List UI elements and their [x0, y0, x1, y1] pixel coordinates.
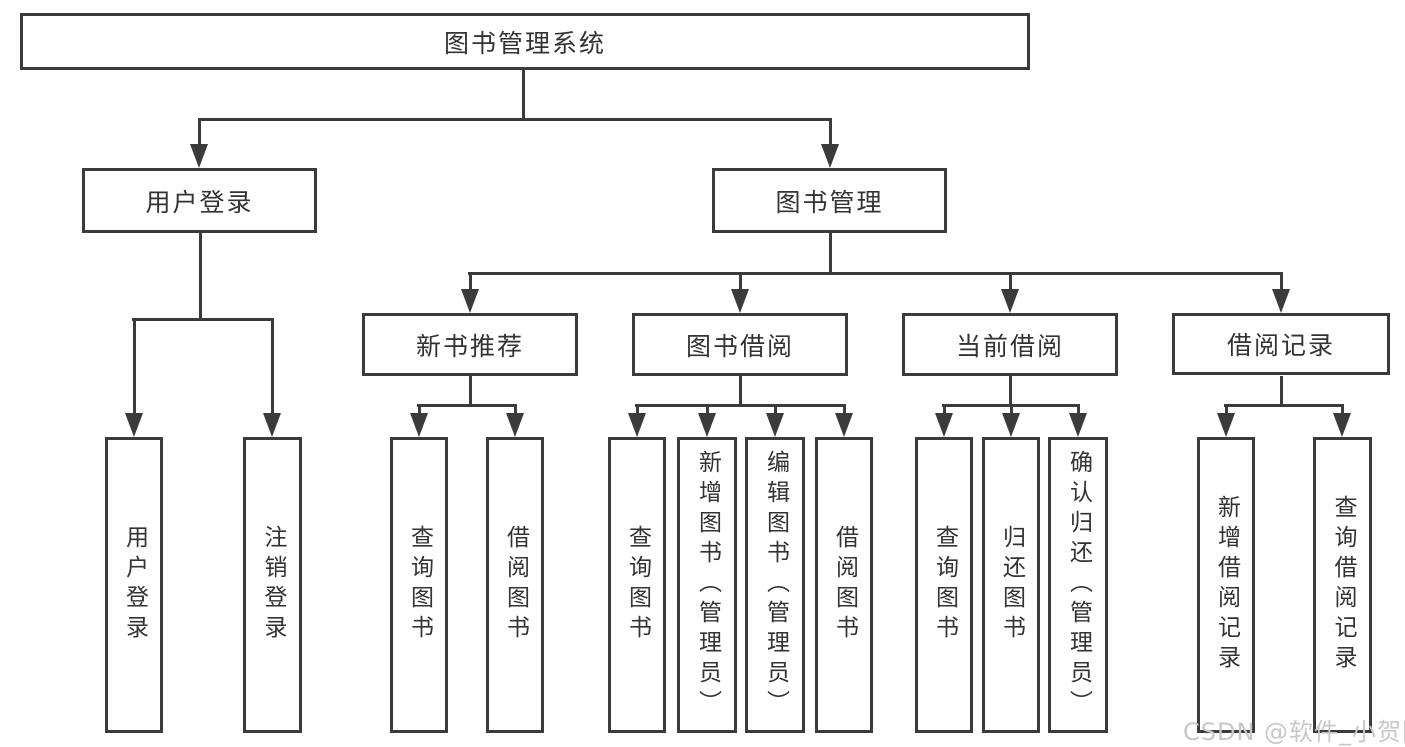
csdn-watermark: CSDN @软件_小贺同学: [1183, 718, 1405, 746]
connector-line: [1280, 272, 1283, 290]
leaf-borrow-books-2: 借阅图书: [815, 437, 873, 733]
leaf-borrow-books-1: 借阅图书: [486, 437, 544, 733]
arrow-down-icon: [835, 413, 853, 437]
arrow-down-icon: [1333, 413, 1351, 437]
connector-line: [829, 118, 832, 145]
connector-line: [1225, 404, 1228, 414]
leaf-query-books-2: 查询图书: [608, 437, 666, 733]
leaf-query-books-3: 查询图书: [915, 437, 973, 733]
connector-line: [418, 404, 421, 414]
arrow-down-icon: [731, 289, 749, 313]
connector-line: [1341, 404, 1344, 414]
leaf-edit-books-admin: 编辑图书（管理员）: [745, 437, 805, 733]
connector-line: [1010, 404, 1013, 414]
arrow-down-icon: [698, 413, 716, 437]
connector-line: [1077, 404, 1080, 414]
connector-line: [198, 118, 832, 121]
node-current-borrowing: 当前借阅: [902, 313, 1118, 376]
arrow-down-icon: [1002, 413, 1020, 437]
connector-line: [1224, 404, 1344, 407]
node-book-management: 图书管理: [712, 168, 947, 233]
arrow-down-icon: [1272, 289, 1290, 313]
connector-line: [706, 404, 709, 414]
connector-line: [829, 233, 832, 274]
connector-line: [1280, 376, 1283, 407]
node-user-login: 用户登录: [82, 168, 317, 233]
leaf-add-books-admin: 新增图书（管理员）: [677, 437, 737, 733]
leaf-query-borrow-record: 查询借阅记录: [1313, 437, 1372, 733]
connector-line: [943, 404, 946, 414]
connector-line: [468, 272, 1283, 275]
connector-line: [739, 272, 742, 290]
connector-line: [522, 70, 525, 120]
connector-line: [469, 376, 472, 407]
arrow-down-icon: [506, 413, 524, 437]
node-library-system: 图书管理系统: [20, 13, 1030, 70]
leaf-confirm-return-admin: 确认归还（管理员）: [1048, 437, 1108, 733]
connector-line: [199, 233, 202, 321]
connector-line: [774, 404, 777, 414]
connector-line: [1009, 272, 1012, 290]
arrow-down-icon: [190, 144, 208, 168]
leaf-logout: 注销登录: [243, 437, 302, 733]
connector-line: [636, 404, 639, 414]
arrow-down-icon: [1069, 413, 1087, 437]
node-book-borrowing: 图书借阅: [632, 313, 848, 376]
connector-line: [133, 318, 136, 414]
connector-line: [843, 404, 846, 414]
connector-line: [1009, 376, 1012, 407]
arrow-down-icon: [461, 289, 479, 313]
leaf-query-books-1: 查询图书: [390, 437, 448, 733]
arrow-down-icon: [263, 413, 281, 437]
leaf-add-borrow-record: 新增借阅记录: [1197, 437, 1255, 733]
arrow-down-icon: [628, 413, 646, 437]
arrow-down-icon: [766, 413, 784, 437]
arrow-down-icon: [125, 413, 143, 437]
connector-line: [514, 404, 517, 414]
connector-line: [417, 404, 517, 407]
arrow-down-icon: [1001, 289, 1019, 313]
connector-line: [739, 376, 742, 407]
node-borrowing-records: 借阅记录: [1172, 313, 1390, 375]
node-new-book-recommend: 新书推荐: [362, 313, 578, 376]
arrow-down-icon: [1217, 413, 1235, 437]
connector-line: [469, 272, 472, 290]
connector-line: [635, 404, 846, 407]
arrow-down-icon: [821, 144, 839, 168]
leaf-return-books: 归还图书: [982, 437, 1040, 733]
connector-line: [132, 318, 274, 321]
leaf-user-login: 用户登录: [105, 437, 163, 733]
arrow-down-icon: [935, 413, 953, 437]
connector-line: [271, 318, 274, 414]
connector-line: [198, 118, 201, 145]
arrow-down-icon: [410, 413, 428, 437]
